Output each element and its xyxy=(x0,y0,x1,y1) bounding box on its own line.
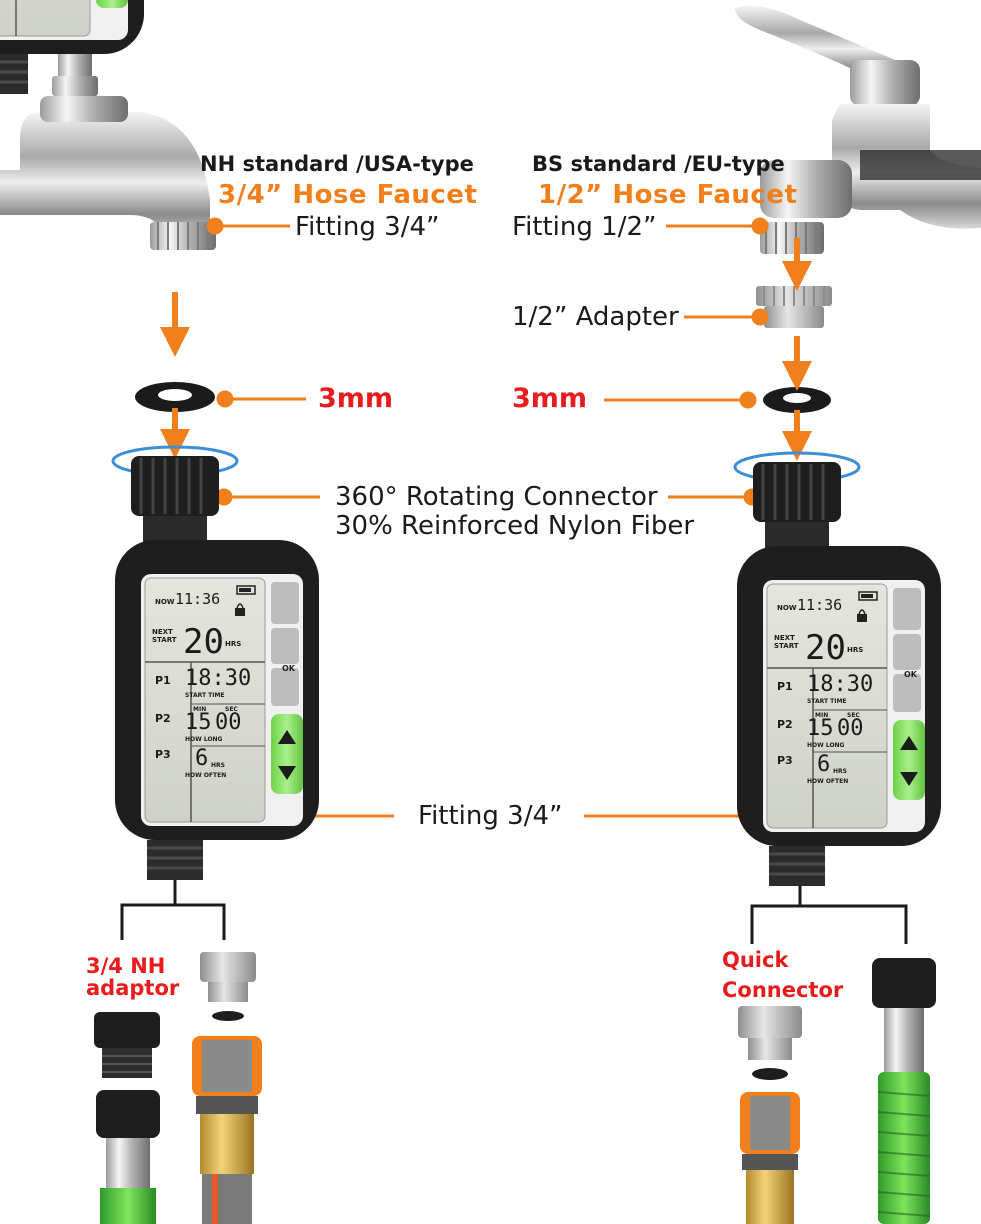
lcd-clock: 11:36 xyxy=(797,596,843,614)
rotating-connector-label: 360° Rotating Connector xyxy=(335,482,658,512)
lcd-frequency: 6 xyxy=(195,746,209,771)
left-faucet-image xyxy=(0,14,216,250)
lcd-next-start-label: NEXT START xyxy=(152,628,177,644)
lcd-how-long-label: HOW LONG xyxy=(807,742,845,749)
lcd-program-3: P3 xyxy=(155,748,171,761)
quick-connector-label-line2: Connector xyxy=(722,978,844,1002)
lcd-how-often-label: HOW OFTEN xyxy=(807,778,849,785)
lcd-now-label: NOW xyxy=(777,604,797,612)
lcd-sec-label: SEC xyxy=(847,712,860,719)
right-washer-label: 3mm xyxy=(512,383,588,414)
lcd-start-time-label: START TIME xyxy=(185,692,225,699)
left-faucet-size-label: 3/4” Hose Faucet xyxy=(218,180,478,210)
lcd-duration-sec: 00 xyxy=(837,716,864,741)
lcd-program-1: P1 xyxy=(155,674,171,687)
lcd-how-often-label: HOW OFTEN xyxy=(185,772,227,779)
lcd-frequency: 6 xyxy=(817,752,831,777)
lcd-duration-min: 15 xyxy=(185,710,212,735)
lcd-program-1: P1 xyxy=(777,680,793,693)
left-washer-image xyxy=(135,382,215,412)
lcd-program-2: P2 xyxy=(155,712,171,725)
left-hose-image xyxy=(96,1090,160,1224)
lcd-next-start-label: NEXT START xyxy=(774,634,799,650)
lcd-next-value: 20 xyxy=(805,628,846,668)
lcd-next-value: 20 xyxy=(183,622,224,662)
nylon-fiber-label: 30% Reinforced Nylon Fiber xyxy=(335,511,695,541)
left-fitting-label: Fitting 3/4” xyxy=(295,212,440,242)
lcd-min-label: MIN xyxy=(193,706,207,713)
right-fitting-label: Fitting 1/2” xyxy=(512,212,657,242)
lcd-frequency-unit: HRS xyxy=(833,768,847,775)
quick-connector-label-line1: Quick xyxy=(722,948,789,972)
lcd-clock: 11:36 xyxy=(175,590,221,608)
bracket-lines xyxy=(120,880,908,944)
half-inch-adapter-image xyxy=(756,286,832,328)
right-standard-label: BS standard /EU-type xyxy=(532,152,785,176)
right-faucet-image xyxy=(735,5,981,254)
left-lcd-readout: NOW 11:36 NEXT START 20 HRS P1 P2 P3 18:… xyxy=(145,578,270,822)
left-washer-label: 3mm xyxy=(318,383,394,414)
right-ok-button-label: OK xyxy=(904,670,917,679)
nh-adaptor-label-line2: adaptor xyxy=(86,976,180,1000)
lcd-start-time: 18:30 xyxy=(185,666,252,691)
lcd-min-label: MIN xyxy=(815,712,829,719)
flow-arrows xyxy=(160,238,812,461)
left-ok-button-label: OK xyxy=(282,664,295,673)
left-quick-connector-image xyxy=(192,952,262,1224)
right-lcd-readout: NOW 11:36 NEXT START 20 HRS P1 P2 P3 18:… xyxy=(767,584,892,828)
outlet-fitting-label: Fitting 3/4” xyxy=(418,801,563,831)
lcd-program-2: P2 xyxy=(777,718,793,731)
lcd-next-unit: HRS xyxy=(225,640,242,648)
right-expandable-hose-image xyxy=(872,958,936,1224)
nh-adaptor-image xyxy=(94,1012,160,1078)
right-faucet-size-label: 1/2” Hose Faucet xyxy=(538,180,798,210)
lcd-start-time-label: START TIME xyxy=(807,698,847,705)
right-adapter-label: 1/2” Adapter xyxy=(512,302,679,332)
lcd-sec-label: SEC xyxy=(225,706,238,713)
lcd-next-unit: HRS xyxy=(847,646,864,654)
lcd-frequency-unit: HRS xyxy=(211,762,225,769)
lcd-how-long-label: HOW LONG xyxy=(185,736,223,743)
lcd-duration-sec: 00 xyxy=(215,710,242,735)
right-quick-connector-image xyxy=(738,1006,802,1224)
right-washer-image xyxy=(763,387,831,413)
nh-adaptor-label-line1: 3/4 NH xyxy=(86,954,166,978)
lcd-program-3: P3 xyxy=(777,754,793,767)
lcd-duration-min: 15 xyxy=(807,716,834,741)
lcd-now-label: NOW xyxy=(155,598,175,606)
lcd-start-time: 18:30 xyxy=(807,672,874,697)
left-standard-label: NH standard /USA-type xyxy=(200,152,474,176)
